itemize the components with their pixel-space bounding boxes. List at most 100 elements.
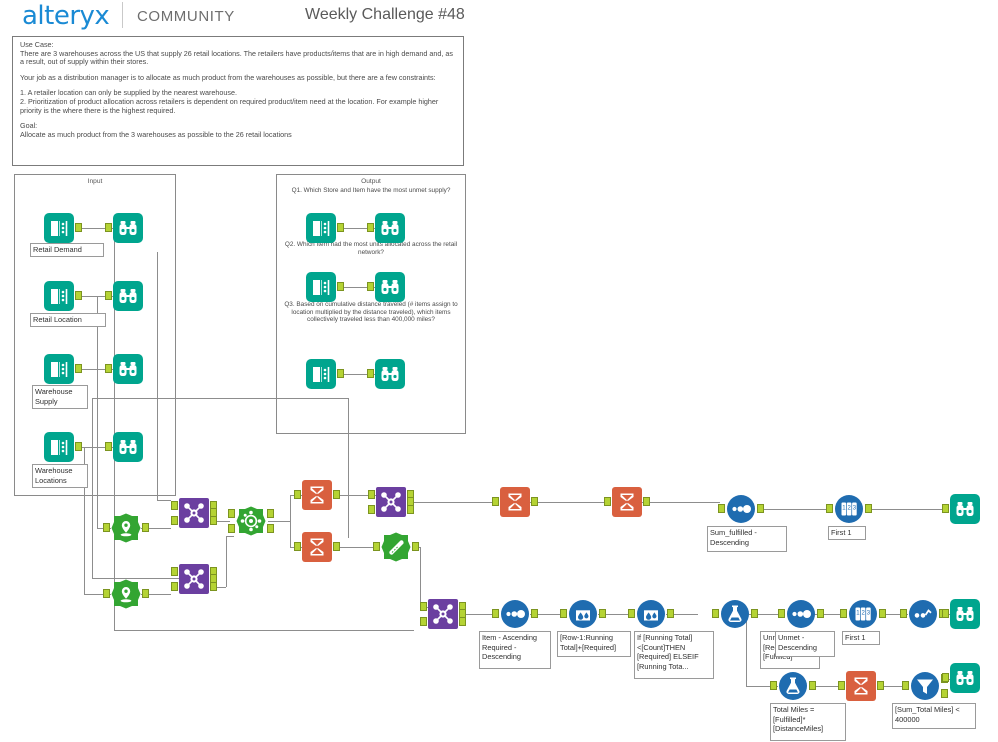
input-data-tool-q2[interactable] (306, 272, 344, 302)
output-anchor-u[interactable] (267, 524, 274, 533)
browse-tool-retail-demand[interactable] (105, 213, 143, 243)
output-anchor[interactable] (531, 497, 538, 506)
input-anchor[interactable] (492, 497, 499, 506)
output-anchor[interactable] (757, 504, 764, 513)
input-anchor[interactable] (373, 542, 380, 551)
output-anchor-r[interactable] (407, 505, 414, 514)
output-anchor[interactable] (142, 589, 149, 598)
input-data-tool-warehouse-supply[interactable] (44, 354, 82, 384)
spatial-match-tool[interactable] (228, 506, 274, 536)
browse-tool-q2[interactable] (367, 272, 405, 302)
output-anchor[interactable] (337, 282, 344, 291)
browse-tool-lowest[interactable] (942, 663, 980, 693)
browse-tool-warehouse-supply[interactable] (105, 354, 143, 384)
input-anchor[interactable] (718, 504, 725, 513)
multi-row-formula-tool-fulfilled[interactable] (628, 599, 674, 629)
filter-tool[interactable] (902, 671, 948, 701)
output-anchor[interactable] (599, 609, 606, 618)
input-anchor[interactable] (902, 681, 909, 690)
join-tool-1[interactable] (171, 498, 217, 528)
input-anchor[interactable] (560, 609, 567, 618)
sort-tool-item[interactable] (492, 599, 538, 629)
browse-tool-top-right[interactable] (942, 494, 980, 524)
output-anchor[interactable] (412, 542, 419, 551)
output-anchor-r[interactable] (210, 516, 217, 525)
browse-tool-q1[interactable] (367, 213, 405, 243)
output-anchor[interactable] (337, 369, 344, 378)
input-anchor[interactable] (492, 609, 499, 618)
input-anchor[interactable] (105, 223, 112, 232)
input-anchor-t[interactable] (228, 509, 235, 518)
output-anchor-r[interactable] (210, 582, 217, 591)
input-anchor[interactable] (942, 504, 949, 513)
formula-tool-total-miles[interactable] (770, 671, 816, 701)
input-tool-container[interactable]: Input (14, 174, 176, 496)
summarize-tool-5[interactable] (838, 671, 884, 701)
output-anchor[interactable] (337, 223, 344, 232)
create-points-tool-2[interactable] (103, 579, 149, 609)
output-anchor[interactable] (75, 223, 82, 232)
input-anchor-right[interactable] (171, 516, 178, 525)
output-anchor[interactable] (643, 497, 650, 506)
input-anchor[interactable] (103, 523, 110, 532)
output-anchor[interactable] (809, 681, 816, 690)
browse-tool-bottom-right[interactable] (942, 599, 980, 629)
input-anchor-right[interactable] (368, 505, 375, 514)
formula-tool-unmet[interactable] (712, 599, 758, 629)
output-anchor[interactable] (879, 609, 886, 618)
input-anchor[interactable] (105, 291, 112, 300)
input-anchor-left[interactable] (368, 490, 375, 499)
output-anchor[interactable] (751, 609, 758, 618)
output-anchor[interactable] (333, 490, 340, 499)
input-anchor[interactable] (604, 497, 611, 506)
input-anchor[interactable] (942, 609, 949, 618)
create-points-tool-1[interactable] (103, 513, 149, 543)
output-anchor[interactable] (75, 364, 82, 373)
input-anchor[interactable] (103, 589, 110, 598)
input-anchor[interactable] (900, 609, 907, 618)
input-anchor-left[interactable] (420, 602, 427, 611)
input-anchor[interactable] (838, 681, 845, 690)
input-anchor[interactable] (628, 609, 635, 618)
input-anchor[interactable] (367, 282, 374, 291)
distance-tool[interactable] (373, 532, 419, 562)
input-data-tool-warehouse-locations[interactable] (44, 432, 82, 462)
input-anchor[interactable] (294, 542, 301, 551)
output-anchor[interactable] (75, 442, 82, 451)
output-anchor[interactable] (75, 291, 82, 300)
sort-tool-unmet[interactable] (778, 599, 824, 629)
browse-tool-q3[interactable] (367, 359, 405, 389)
output-tool-container[interactable]: Output Q1. Which Store and Item have the… (276, 174, 466, 434)
output-anchor[interactable] (333, 542, 340, 551)
input-anchor[interactable] (105, 442, 112, 451)
join-tool-2[interactable] (171, 564, 217, 594)
input-anchor[interactable] (778, 609, 785, 618)
output-anchor[interactable] (531, 609, 538, 618)
output-anchor[interactable] (142, 523, 149, 532)
input-data-tool-q3[interactable] (306, 359, 344, 389)
output-anchor[interactable] (877, 681, 884, 690)
input-anchor-left[interactable] (171, 567, 178, 576)
output-anchor[interactable] (865, 504, 872, 513)
input-anchor[interactable] (105, 364, 112, 373)
output-anchor-m[interactable] (267, 509, 274, 518)
input-anchor-left[interactable] (171, 501, 178, 510)
input-data-tool-q1[interactable] (306, 213, 344, 243)
input-data-tool-retail-location[interactable] (44, 281, 82, 311)
join-tool-4[interactable] (420, 599, 466, 629)
join-tool-3[interactable] (368, 487, 414, 517)
summarize-tool-1[interactable] (294, 480, 340, 510)
summarize-tool-4[interactable] (604, 487, 650, 517)
input-anchor[interactable] (367, 369, 374, 378)
sort-tool-sum-fulfilled[interactable] (718, 494, 764, 524)
input-anchor[interactable] (294, 490, 301, 499)
input-anchor-right[interactable] (420, 617, 427, 626)
output-anchor-false[interactable] (941, 689, 948, 698)
output-anchor-r[interactable] (459, 617, 466, 626)
input-anchor-right[interactable] (171, 582, 178, 591)
input-data-tool-retail-demand[interactable] (44, 213, 82, 243)
summarize-tool-2[interactable] (294, 532, 340, 562)
input-anchor-u[interactable] (228, 524, 235, 533)
